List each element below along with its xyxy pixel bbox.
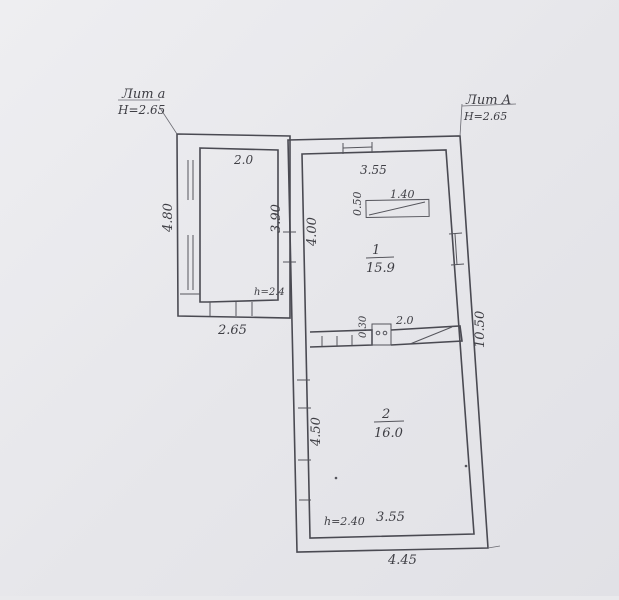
- dim-room1-left: 4.00: [305, 217, 320, 247]
- room1-fraction-line: [365, 256, 395, 259]
- plan-mark: [334, 476, 338, 480]
- dim-annex-top: 2.0: [233, 153, 253, 167]
- dim-annex-bottom: 2.65: [217, 323, 247, 338]
- main-house-walls: [287, 135, 489, 553]
- dim-annex-left: 4.80: [161, 203, 176, 233]
- room1-number: 1: [372, 243, 380, 258]
- dim-stove-length: 1.40: [390, 188, 415, 201]
- dim-bottom-total: 4.45: [387, 553, 417, 568]
- dim-annex-inner: 3.90: [269, 204, 284, 233]
- room2-number: 2: [381, 407, 390, 422]
- room1-area: 15.9: [366, 261, 395, 276]
- leader-lines: [118, 99, 517, 549]
- lit-label-right: Лит А: [465, 93, 512, 108]
- room2-area: 16.0: [374, 426, 403, 441]
- dim-corridor-depth: 0.30: [358, 315, 369, 338]
- annex-walls: [176, 133, 296, 319]
- dim-room2-bottom: 3.55: [376, 510, 405, 525]
- dim-room1-top: 3.55: [360, 163, 387, 177]
- dim-stove-width: 0.50: [351, 192, 364, 217]
- dim-room2-left: 4.50: [309, 417, 324, 447]
- height-label-left: H=2.65: [117, 103, 165, 117]
- dim-right-total: 10.50: [473, 311, 488, 348]
- height-label-right: H=2.65: [463, 110, 507, 123]
- plan-mark: [464, 464, 468, 468]
- dim-room2-height: h=2.40: [324, 515, 365, 528]
- lit-label-left: Лит а: [121, 87, 165, 102]
- dim-annex-height: h=2.4: [254, 287, 285, 298]
- room2-fraction-line: [373, 420, 405, 423]
- dim-corridor-width: 2.0: [395, 314, 414, 327]
